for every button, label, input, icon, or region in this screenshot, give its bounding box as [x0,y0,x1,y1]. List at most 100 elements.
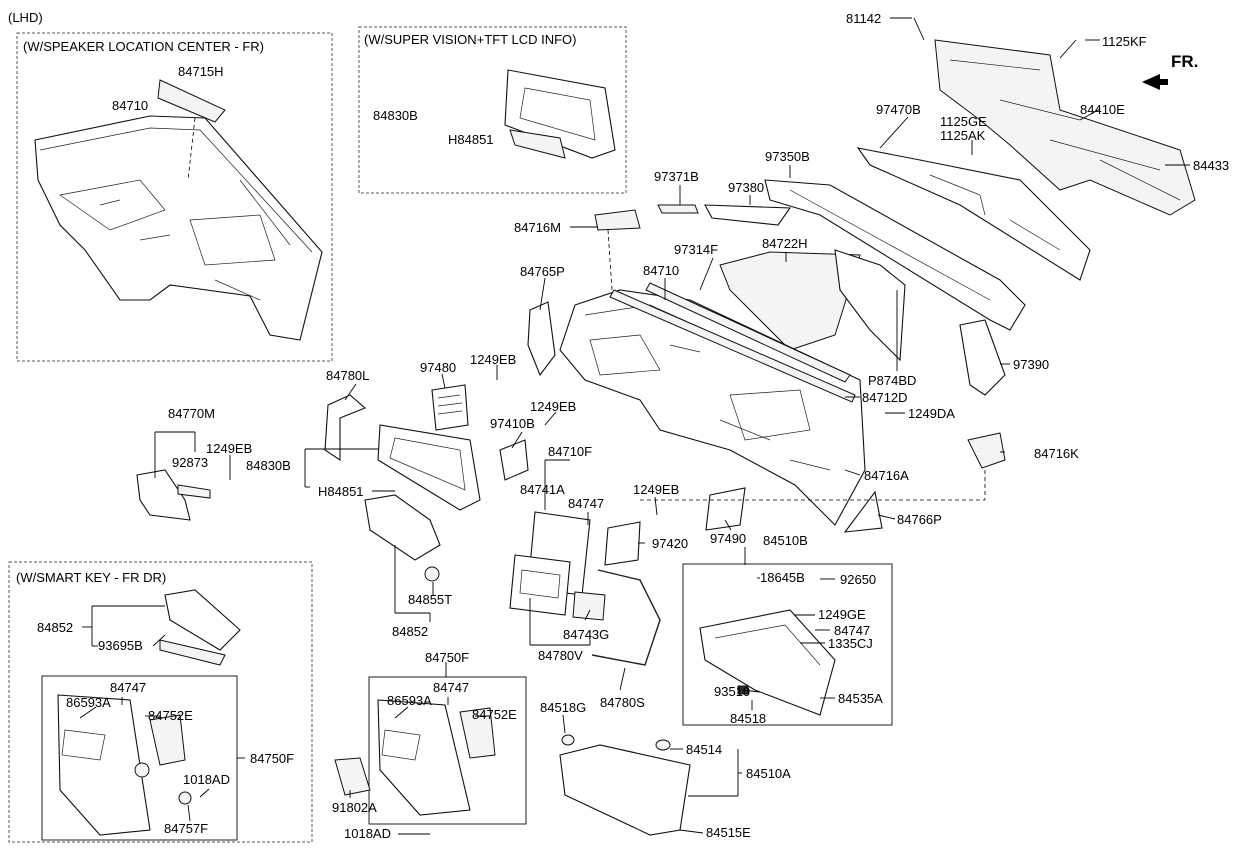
part-label-97470B: 97470B [876,102,921,117]
part-label-86593A-b: 86593A [387,693,432,708]
part-label-84757F: 84757F [164,821,208,836]
part-label-1125KF: 1125KF [1102,34,1147,49]
switch-84743G-drawing [572,591,606,621]
vent-97490-drawing [705,487,746,531]
speaker-center-box-title: (W/SPEAKER LOCATION CENTER - FR) [23,39,264,54]
part-label-93695B: 93695B [98,638,143,653]
part-label-1249DA: 1249DA [908,406,955,421]
part-label-81142: 81142 [846,11,881,26]
glove-box-drawing [559,734,691,836]
pad-84722H-drawing [719,251,861,351]
part-label-84515E: 84515E [706,825,751,840]
super-vision-box [358,26,627,194]
part-label-84510A: 84510A [746,766,791,781]
part-label-84710-box: 84710 [112,98,148,113]
front-direction-label: FR. [1171,52,1198,71]
part-label-84747-d: 84747 [433,680,469,695]
part-label-86593A-a: 86593A [66,695,111,710]
part-label-P874BD: P874BD [868,373,916,388]
variant-label: (LHD) [8,10,43,25]
lower-panel-box-mid [368,676,527,825]
part-label-84855T: 84855T [408,592,452,607]
smart-key-box [8,561,313,843]
part-label-84510B: 84510B [763,533,808,548]
part-label-84433: 84433 [1193,158,1229,173]
vent-97410B-drawing [499,439,529,481]
part-label-97371B: 97371B [654,169,699,184]
part-label-97490: 97490 [710,531,746,546]
part-label-93510: 93510 [714,684,750,699]
part-label-1249GE: 1249GE [818,607,866,622]
part-labels: 81142 1125KF 84715H 84710 84830B H84851 … [37,11,1229,841]
side-trim-84716K-drawing [967,432,1006,469]
part-label-1125AK: 1125AK [940,128,986,143]
part-label-84852-box: 84852 [37,620,73,635]
crash-pad-main-drawing [559,282,866,526]
part-label-97314F: 97314F [674,242,718,257]
smart-key-box-title: (W/SMART KEY - FR DR) [16,570,166,585]
part-label-91802A: 91802A [332,800,377,815]
part-label-97480: 97480 [420,360,456,375]
part-label-84752E-a: 84752E [148,708,193,723]
part-label-1018AD-a: 1018AD [183,772,230,787]
panel-84770M-drawing [136,469,191,521]
part-label-92650: 92650 [840,572,876,587]
switch-92873-drawing [177,484,211,499]
duct-97390-drawing [959,319,1006,396]
part-label-97410B: 97410B [490,416,535,431]
part-label-84712D: 84712D [862,390,908,405]
center-duct-drawing [764,179,1026,331]
part-label-H84851-main: H84851 [318,484,364,499]
part-label-97350B: 97350B [765,149,810,164]
lower-panel-left-drawing [57,694,192,836]
part-label-84716M: 84716M [514,220,561,235]
cowl-cross-bar-drawing [913,17,1196,216]
part-label-18645B: 18645B [760,570,805,585]
part-label-84743G: 84743G [563,627,609,642]
part-label-97390: 97390 [1013,357,1049,372]
part-label-1335CJ: 1335CJ [828,636,873,651]
part-label-92873: 92873 [172,455,208,470]
part-label-84410E: 84410E [1080,102,1125,117]
part-label-84716A: 84716A [864,468,909,483]
cluster-84830B-drawing [377,424,481,511]
speaker-center-box [16,32,333,362]
front-direction-arrow [1142,74,1168,90]
part-label-84750F-mid: 84750F [425,650,469,665]
vent-97480-drawing [431,384,469,431]
part-label-84780L: 84780L [326,368,369,383]
part-label-84780V: 84780V [538,648,583,663]
part-label-84710F: 84710F [548,444,592,459]
side-duct-drawing [856,147,1091,281]
part-label-84722H: 84722H [762,236,808,251]
part-label-84716K: 84716K [1034,446,1079,461]
part-label-84770M: 84770M [168,406,215,421]
part-label-84747-a: 84747 [568,496,604,511]
part-label-84710-main: 84710 [643,263,679,278]
part-label-84514: 84514 [686,742,722,757]
part-label-1249EB-d: 1249EB [633,482,679,497]
leader-lines [79,17,1190,835]
grille-97371B-drawing [657,204,699,214]
cluster-super-vision-drawing [504,69,616,159]
part-label-84518G: 84518G [540,700,586,715]
part-label-97380: 97380 [728,180,764,195]
part-label-1249EB-a: 1249EB [470,352,516,367]
part-label-84535A: 84535A [838,691,883,706]
part-label-84766P: 84766P [897,512,942,527]
part-label-84741A: 84741A [520,482,565,497]
part-label-84765P: 84765P [520,264,565,279]
column-cover-smart-key-drawing [159,589,241,666]
part-label-84750F-box: 84750F [250,751,294,766]
garnish-84780S-drawing [591,569,661,666]
super-vision-box-title: (W/SUPER VISION+TFT LCD INFO) [364,32,576,47]
lower-panel-mid-drawing [377,699,496,816]
cover-91802A-drawing [334,757,371,796]
part-label-1018AD-b: 1018AD [344,826,391,841]
part-label-84830B-box: 84830B [373,108,418,123]
part-label-84780S: 84780S [600,695,645,710]
part-label-84752E-b: 84752E [472,707,517,722]
part-label-1249EB-c: 1249EB [206,441,252,456]
column-cover-84852-drawing [364,494,441,582]
